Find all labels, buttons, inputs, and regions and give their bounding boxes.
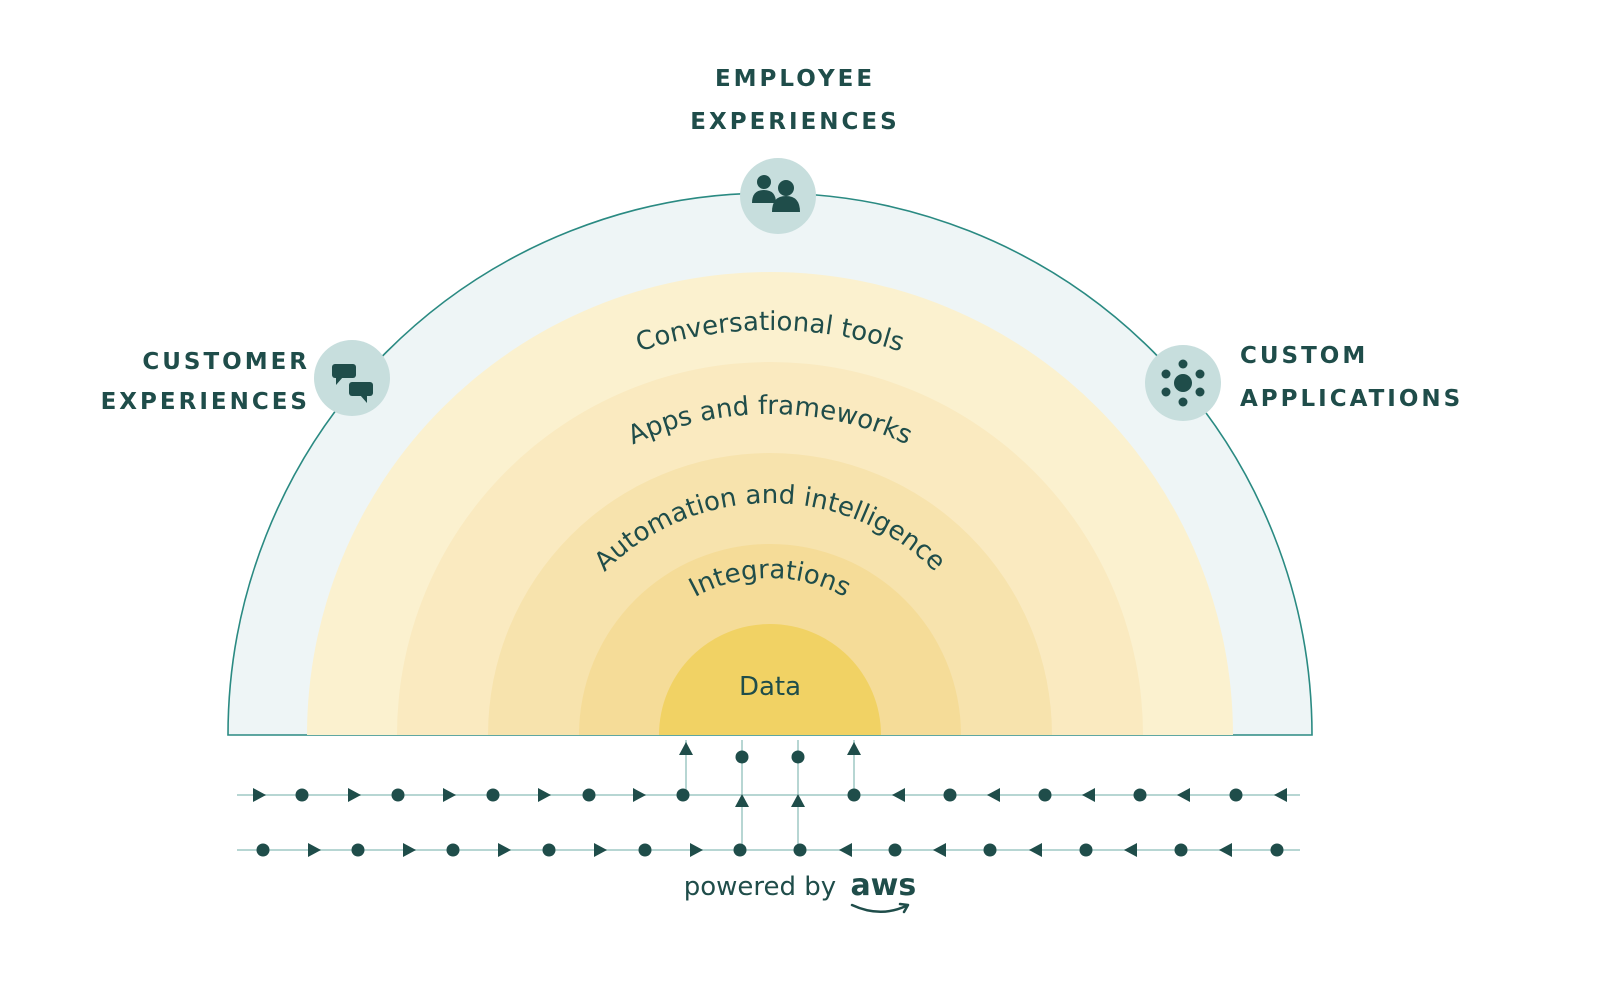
customer-line-1: CUSTOMER [142, 349, 310, 375]
flow-dot-15 [1038, 788, 1052, 802]
aws-smile-icon [851, 902, 910, 914]
flow-dot-2 [295, 788, 309, 802]
flow-arrow-16 [1082, 788, 1095, 802]
flow-arrow-26 [498, 843, 511, 857]
layer-rings [227, 192, 1313, 736]
flow-dot-4 [391, 788, 405, 802]
customer-node [314, 340, 390, 416]
custom-line-1: CUSTOM [1240, 343, 1369, 369]
custom-applications-label: CUSTOM APPLICATIONS [1240, 335, 1540, 421]
flow-arrow-47 [791, 794, 805, 807]
employee-line-1: EMPLOYEE [714, 66, 876, 92]
flow-dot-29 [638, 843, 652, 857]
employee-line-2: EXPERIENCES [690, 109, 900, 135]
flow-dot-40 [1174, 843, 1188, 857]
flow-arrow-28 [594, 843, 607, 857]
flow-dot-42 [1270, 843, 1284, 857]
flow-arrow-45 [735, 794, 749, 807]
powered-by-footer: powered by aws [560, 868, 1040, 914]
chat-bubbles-icon [332, 364, 373, 403]
flow-dot-38 [1079, 843, 1093, 857]
flow-arrow-3 [348, 788, 361, 802]
aws-logo: aws [850, 868, 917, 914]
flow-arrow-9 [633, 788, 646, 802]
flow-arrow-39 [1124, 843, 1137, 857]
people-icon [752, 175, 800, 212]
network-hub-icon [1161, 359, 1205, 407]
data-flow-lines [237, 740, 1300, 857]
aws-logo-text: aws [850, 868, 917, 903]
flow-dot-19 [1229, 788, 1243, 802]
flow-dot-36 [983, 843, 997, 857]
flow-arrow-22 [308, 843, 321, 857]
flow-dot-23 [351, 843, 365, 857]
custom-line-2: APPLICATIONS [1240, 386, 1464, 412]
flow-dot-34 [888, 843, 902, 857]
flow-dot-8 [582, 788, 596, 802]
flow-arrow-7 [538, 788, 551, 802]
customer-line-2: EXPERIENCES [100, 389, 310, 415]
flow-dot-31 [733, 843, 747, 857]
custom-node [1145, 345, 1221, 421]
flow-arrow-1 [253, 788, 266, 802]
flow-dot-25 [446, 843, 460, 857]
flow-arrow-18 [1177, 788, 1190, 802]
flow-dot-32 [793, 843, 807, 857]
flow-arrow-24 [403, 843, 416, 857]
flow-dot-6 [486, 788, 500, 802]
flow-dot-44 [735, 750, 749, 764]
flow-arrow-14 [987, 788, 1000, 802]
flow-arrow-5 [443, 788, 456, 802]
flow-arrow-48 [847, 742, 861, 755]
flow-arrow-41 [1219, 843, 1232, 857]
flow-arrow-33 [839, 843, 852, 857]
layer-label-5: Data [739, 672, 801, 702]
powered-by-text: powered by [683, 872, 837, 902]
flow-dot-27 [542, 843, 556, 857]
flow-arrow-37 [1029, 843, 1042, 857]
flow-dot-10 [676, 788, 690, 802]
employee-node [740, 158, 816, 234]
flow-dot-13 [943, 788, 957, 802]
customer-experiences-label: CUSTOMER EXPERIENCES [60, 342, 310, 422]
flow-arrow-43 [679, 742, 693, 755]
flow-dot-11 [847, 788, 861, 802]
flow-dot-46 [791, 750, 805, 764]
employee-experiences-label: EMPLOYEE EXPERIENCES [640, 58, 950, 144]
flow-dot-21 [256, 843, 270, 857]
flow-arrow-30 [690, 843, 703, 857]
flow-dot-17 [1133, 788, 1147, 802]
layer-ring-5 [659, 624, 881, 735]
flow-arrow-35 [933, 843, 946, 857]
flow-arrow-12 [892, 788, 905, 802]
flow-arrow-20 [1274, 788, 1287, 802]
